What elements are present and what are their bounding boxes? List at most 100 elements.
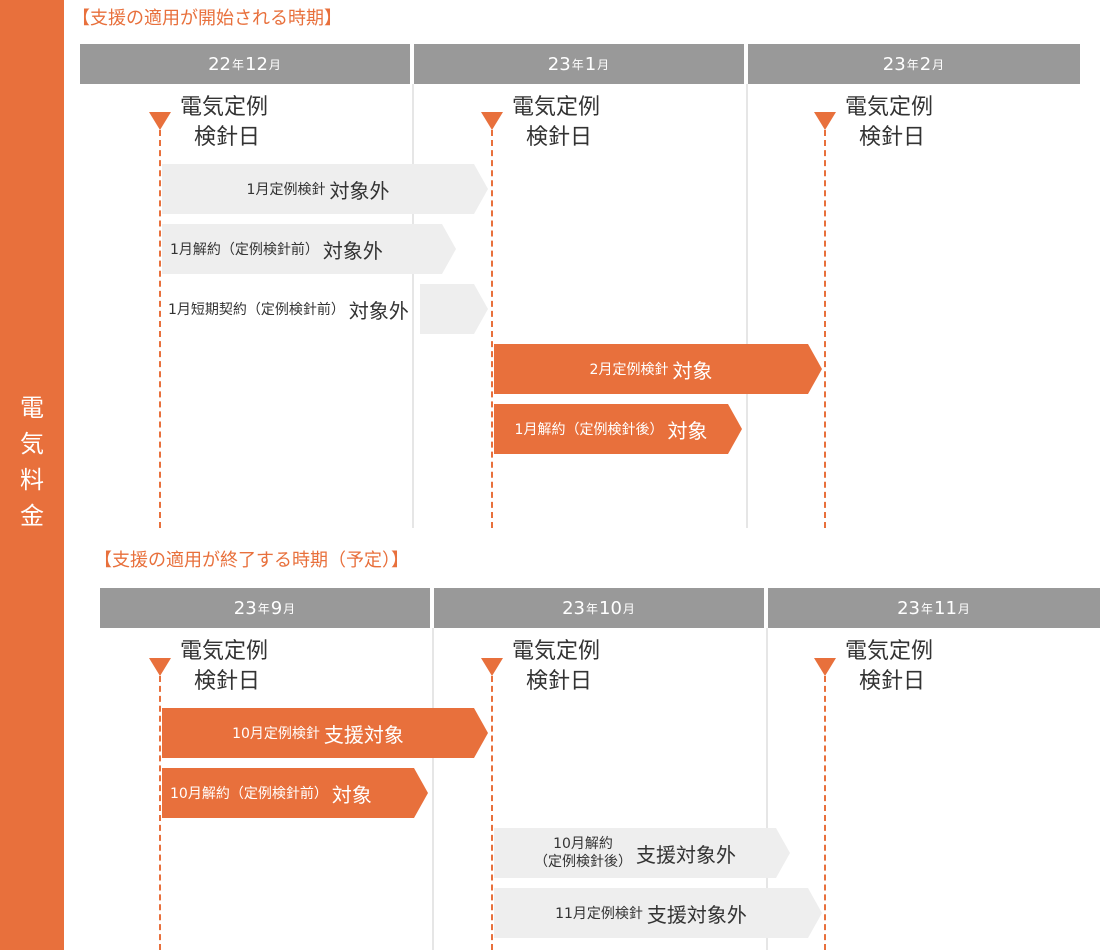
arrow-label-line2: （定例検針後）	[534, 854, 632, 870]
column-divider	[746, 84, 748, 528]
section1-heading: 【支援の適用が開始される時期】	[72, 8, 342, 29]
month: 12	[245, 53, 268, 75]
sidebar-char: 気	[20, 430, 44, 458]
arrow-label: 1月解約（定例検針前）	[170, 242, 319, 258]
year-unit: 年	[257, 601, 270, 616]
triangle-marker-icon	[481, 112, 503, 130]
status-arrow: 11月定例検針支援対象外	[494, 888, 822, 938]
meter-reading-label: 電気定例 検針日	[512, 637, 600, 697]
meter-reading-line	[491, 130, 493, 528]
status-arrow: 10月定例検針支援対象	[162, 708, 488, 758]
month-unit: 月	[268, 57, 281, 72]
sidebar-char: 電	[20, 394, 44, 422]
arrow-status: 対象外	[322, 238, 383, 263]
meter-label-line1: 電気定例	[512, 95, 601, 120]
section2-heading: 【支援の適用が終了する時期（予定）】	[94, 550, 409, 571]
sidebar-label: 電 気 料 金	[0, 390, 64, 534]
month: 11	[934, 597, 957, 619]
meter-label-line1: 電気定例	[845, 639, 934, 664]
arrow-label: 1月解約（定例検針後）	[514, 422, 664, 438]
year-unit: 年	[585, 601, 598, 616]
meter-label-line2: 検針日	[859, 669, 926, 694]
arrow-label-line1: 10月解約	[553, 836, 613, 852]
year: 22	[208, 53, 231, 75]
meter-label-line1: 電気定例	[845, 95, 934, 120]
meter-reading-label: 電気定例 検針日	[845, 637, 933, 697]
month: 1	[584, 53, 597, 75]
meter-label-line2: 検針日	[859, 125, 926, 150]
meter-reading-line	[491, 676, 493, 950]
meter-label-line2: 検針日	[194, 669, 261, 694]
meter-label-line2: 検針日	[194, 125, 261, 150]
year-unit: 年	[231, 57, 244, 72]
year-unit: 年	[571, 57, 584, 72]
month-unit: 月	[283, 601, 296, 616]
meter-label-line1: 電気定例	[512, 639, 601, 664]
arrow-label: 1月短期契約（定例検針前）	[168, 302, 345, 318]
month-unit: 月	[932, 57, 945, 72]
status-arrow: 1月定例検針対象外	[162, 164, 488, 214]
column-divider	[432, 628, 434, 950]
status-arrow: 10月解約（定例検針前）対象	[162, 768, 428, 818]
month: 9	[270, 597, 283, 619]
meter-reading-line	[159, 676, 161, 950]
column-divider	[412, 84, 414, 528]
arrow-label: 10月定例検針	[232, 726, 320, 742]
status-arrow: 1月解約（定例検針前）対象外	[162, 224, 456, 274]
triangle-marker-icon	[481, 658, 503, 676]
sidebar: 電 気 料 金	[0, 0, 64, 950]
arrow-status: 支援対象外	[636, 842, 736, 867]
status-arrow-label: 1月短期契約（定例検針前）対象外	[168, 284, 409, 334]
month: 10	[599, 597, 622, 619]
status-arrow: 10月解約 （定例検針後） 支援対象外	[494, 828, 790, 878]
status-arrow: 1月解約（定例検針後）対象	[494, 404, 742, 454]
meter-reading-label: 電気定例 検針日	[180, 93, 268, 153]
arrow-label: 10月解約（定例検針前）	[170, 786, 328, 802]
meter-reading-line	[824, 130, 826, 528]
meter-label-line2: 検針日	[526, 669, 593, 694]
meter-reading-line	[159, 130, 161, 528]
column-divider	[766, 628, 768, 950]
arrow-status: 対象外	[348, 298, 409, 323]
arrow-status: 支援対象外	[646, 902, 747, 927]
meter-label-line1: 電気定例	[180, 95, 269, 120]
year: 23	[547, 53, 571, 75]
triangle-marker-icon	[814, 658, 836, 676]
triangle-marker-icon	[814, 112, 836, 130]
arrow-label: 11月定例検針	[555, 906, 643, 922]
month: 2	[919, 53, 932, 75]
triangle-marker-icon	[149, 658, 171, 676]
meter-label-line2: 検針日	[526, 125, 593, 150]
arrow-label-stack: 10月解約 （定例検針後）	[534, 835, 632, 871]
year-unit: 年	[906, 57, 919, 72]
arrow-label: 2月定例検針	[589, 362, 669, 378]
year: 23	[562, 597, 585, 619]
arrow-status: 対象	[667, 418, 708, 443]
meter-label-line1: 電気定例	[180, 639, 269, 664]
meter-reading-line	[824, 676, 826, 950]
month-unit: 月	[622, 601, 635, 616]
status-arrow	[420, 284, 488, 334]
year: 23	[882, 53, 906, 75]
year: 23	[233, 597, 257, 619]
arrow-status: 支援対象	[323, 722, 404, 747]
sidebar-char: 料	[20, 466, 44, 494]
arrow-status: 対象	[672, 358, 713, 383]
status-arrow: 2月定例検針対象	[494, 344, 822, 394]
year: 23	[897, 597, 920, 619]
month-unit: 月	[597, 57, 610, 72]
arrow-status: 対象外	[329, 178, 390, 203]
triangle-marker-icon	[149, 112, 171, 130]
sidebar-char: 金	[20, 502, 44, 530]
meter-reading-label: 電気定例 検針日	[512, 93, 600, 153]
arrow-label: 1月定例検針	[246, 182, 326, 198]
meter-reading-label: 電気定例 検針日	[845, 93, 933, 153]
month-unit: 月	[957, 601, 970, 616]
meter-reading-label: 電気定例 検針日	[180, 637, 268, 697]
